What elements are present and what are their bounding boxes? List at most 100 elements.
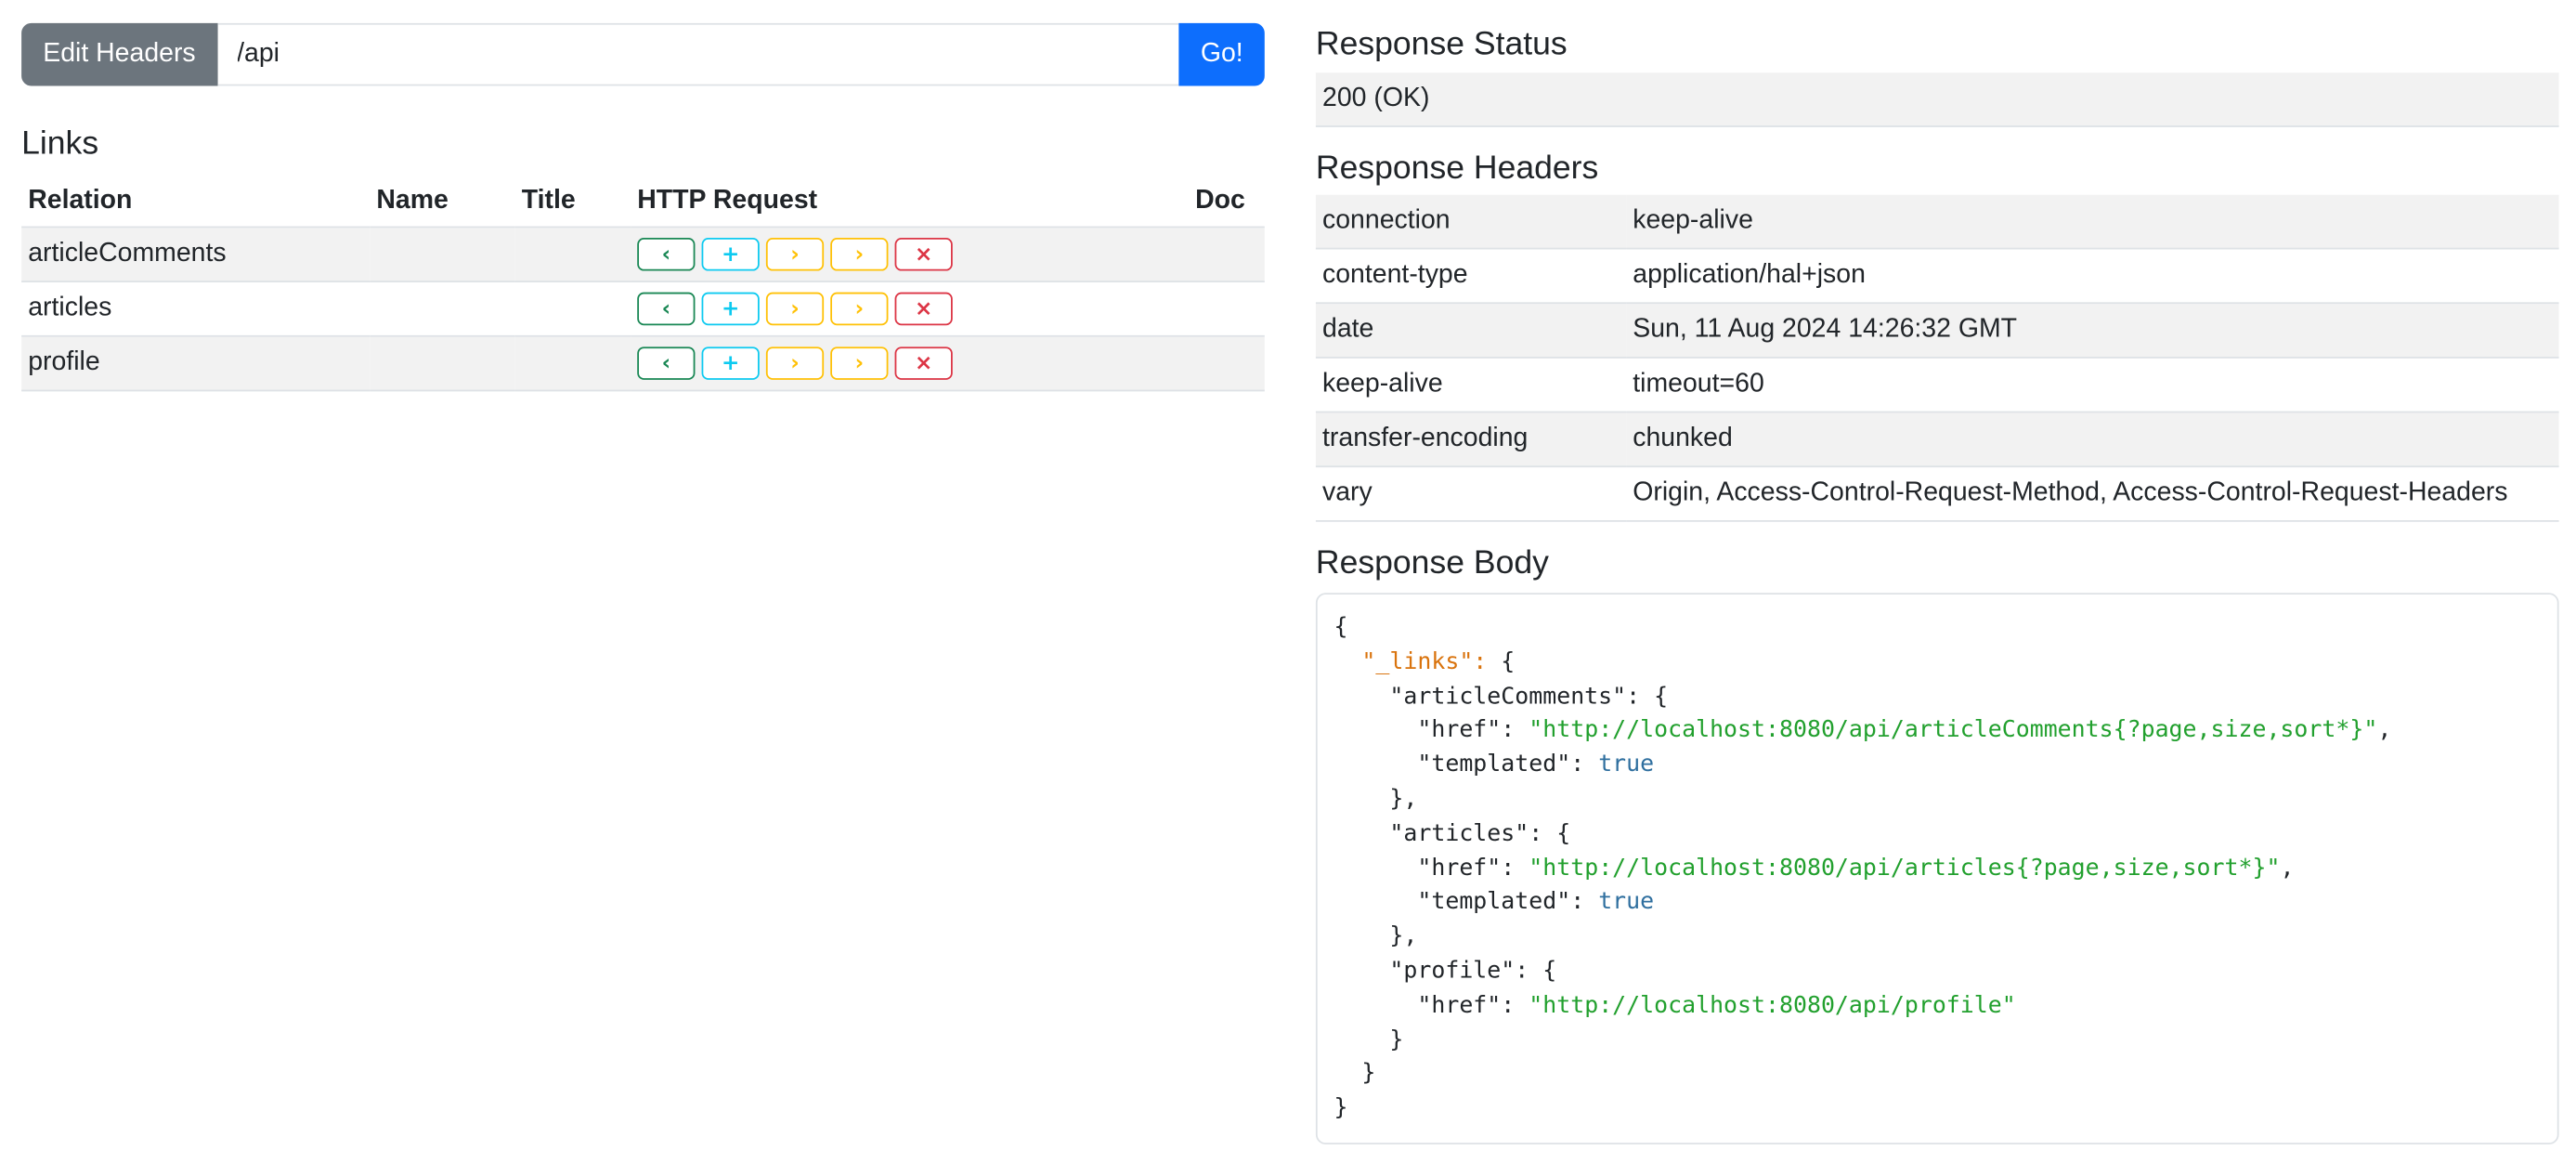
link-title xyxy=(514,335,631,392)
plus-request-button[interactable]: + xyxy=(701,346,760,380)
header-value: timeout=60 xyxy=(1626,357,2559,413)
chevron-left-request-button[interactable]: ‹ xyxy=(637,292,696,326)
left-panel: Edit Headers Go! Links Relation Name Tit… xyxy=(21,22,1265,392)
column-header-relation: Relation xyxy=(21,179,371,229)
link-relation: articleComments xyxy=(21,227,371,283)
request-button-group: ‹ + › › × xyxy=(637,292,1182,326)
response-headers-heading: Response Headers xyxy=(1315,150,1599,187)
code-line: "href": "http://localhost:8080/api/profi… xyxy=(1334,988,2541,1023)
link-title xyxy=(514,281,631,337)
code-line: "profile": { xyxy=(1334,955,2541,989)
code-token: "http://localhost:8080/api/profile" xyxy=(1529,992,2016,1019)
links-header-row: Relation Name Title HTTP Request Doc xyxy=(21,179,1265,229)
link-relation: articles xyxy=(21,281,371,337)
chevron-right-icon: › xyxy=(790,242,800,268)
header-key: connection xyxy=(1315,194,1627,250)
header-value: application/hal+json xyxy=(1626,248,2559,305)
code-token: }, xyxy=(1334,923,1418,950)
links-table: Relation Name Title HTTP Request Doc art… xyxy=(21,179,1265,392)
header-value: chunked xyxy=(1626,412,2559,468)
header-key: vary xyxy=(1315,466,1627,522)
code-line: "articleComments": { xyxy=(1334,680,2541,714)
plus-request-button[interactable]: + xyxy=(701,292,760,326)
link-doc xyxy=(1189,335,1265,392)
column-header-doc: Doc xyxy=(1189,179,1265,229)
x-icon: × xyxy=(914,350,933,376)
x-request-button[interactable]: × xyxy=(894,346,953,380)
status-value: 200 (OK) xyxy=(1315,72,2559,127)
code-token: true xyxy=(1598,889,1655,916)
request-button-group: ‹+››× xyxy=(637,346,1182,380)
chevron-right-request-button[interactable]: › xyxy=(830,346,889,380)
plus-icon: + xyxy=(721,296,740,321)
x-request-button[interactable]: × xyxy=(894,238,953,271)
chevron-right-icon: › xyxy=(790,296,800,321)
link-row: articleComments ‹ + › › × xyxy=(21,227,1265,283)
code-line: } xyxy=(1334,1023,2541,1057)
code-token: "href": xyxy=(1334,717,1529,744)
code-line: { xyxy=(1334,611,2541,646)
code-line: "href": "http://localhost:8080/api/artic… xyxy=(1334,852,2541,886)
code-line: "articles": { xyxy=(1334,817,2541,852)
chevron-left-request-button[interactable]: ‹ xyxy=(637,238,696,271)
code-token: "_links": xyxy=(1361,648,1488,675)
response-body-heading: Response Body xyxy=(1315,544,1549,581)
link-doc xyxy=(1189,281,1265,337)
code-token: true xyxy=(1598,751,1655,778)
edit-headers-button[interactable]: Edit Headers xyxy=(21,22,217,86)
chevron-right-request-button[interactable]: › xyxy=(765,292,825,326)
chevron-right-request-button[interactable]: › xyxy=(830,292,889,326)
header-key: date xyxy=(1315,303,1627,359)
url-input[interactable] xyxy=(216,22,1179,86)
chevron-left-request-button[interactable]: ‹ xyxy=(637,346,696,380)
chevron-right-request-button[interactable]: › xyxy=(765,238,825,271)
chevron-left-icon: ‹ xyxy=(661,350,671,376)
code-token: , xyxy=(2377,717,2392,744)
chevron-right-icon: › xyxy=(854,242,865,268)
link-http-request: ‹ + › › × xyxy=(631,227,1190,283)
header-value: Sun, 11 Aug 2024 14:26:32 GMT xyxy=(1626,303,2559,359)
chevron-right-icon: › xyxy=(854,296,865,321)
link-name xyxy=(370,281,515,337)
code-token: }, xyxy=(1334,786,1418,813)
link-title xyxy=(514,227,631,283)
code-token: { xyxy=(1334,614,1348,641)
code-token: } xyxy=(1334,1060,1376,1088)
code-token xyxy=(1334,648,1361,674)
chevron-right-request-button[interactable]: › xyxy=(765,346,825,380)
header-key: keep-alive xyxy=(1315,357,1627,413)
plus-request-button[interactable]: + xyxy=(701,238,760,271)
code-line: } xyxy=(1334,1057,2541,1091)
code-token: "href": xyxy=(1334,855,1529,882)
links-heading: Links xyxy=(21,125,99,163)
x-request-button[interactable]: × xyxy=(894,292,953,326)
header-key: content-type xyxy=(1315,248,1627,305)
header-value: Origin, Access-Control-Request-Method, A… xyxy=(1626,466,2559,522)
chevron-left-icon: ‹ xyxy=(661,242,671,268)
x-icon: × xyxy=(914,242,933,268)
code-token: , xyxy=(2280,855,2295,882)
right-panel: Response Status 200 (OK) Response Header… xyxy=(1315,23,2559,1145)
link-doc xyxy=(1189,227,1265,283)
code-line: "_links": { xyxy=(1334,646,2541,680)
request-bar: Edit Headers Go! xyxy=(21,22,1265,86)
code-line: "templated": true xyxy=(1334,749,2541,783)
chevron-right-icon: › xyxy=(854,350,865,376)
chevron-right-request-button[interactable]: › xyxy=(830,238,889,271)
go-button[interactable]: Go! xyxy=(1178,22,1265,86)
code-line: }, xyxy=(1334,921,2541,955)
link-http-request: ‹+››× xyxy=(631,335,1190,392)
code-token: } xyxy=(1334,1094,1348,1122)
code-token: { xyxy=(1487,648,1516,675)
header-key: transfer-encoding xyxy=(1315,412,1627,468)
code-token: "articleComments": { xyxy=(1334,683,1669,710)
code-token: "templated": xyxy=(1334,751,1599,778)
